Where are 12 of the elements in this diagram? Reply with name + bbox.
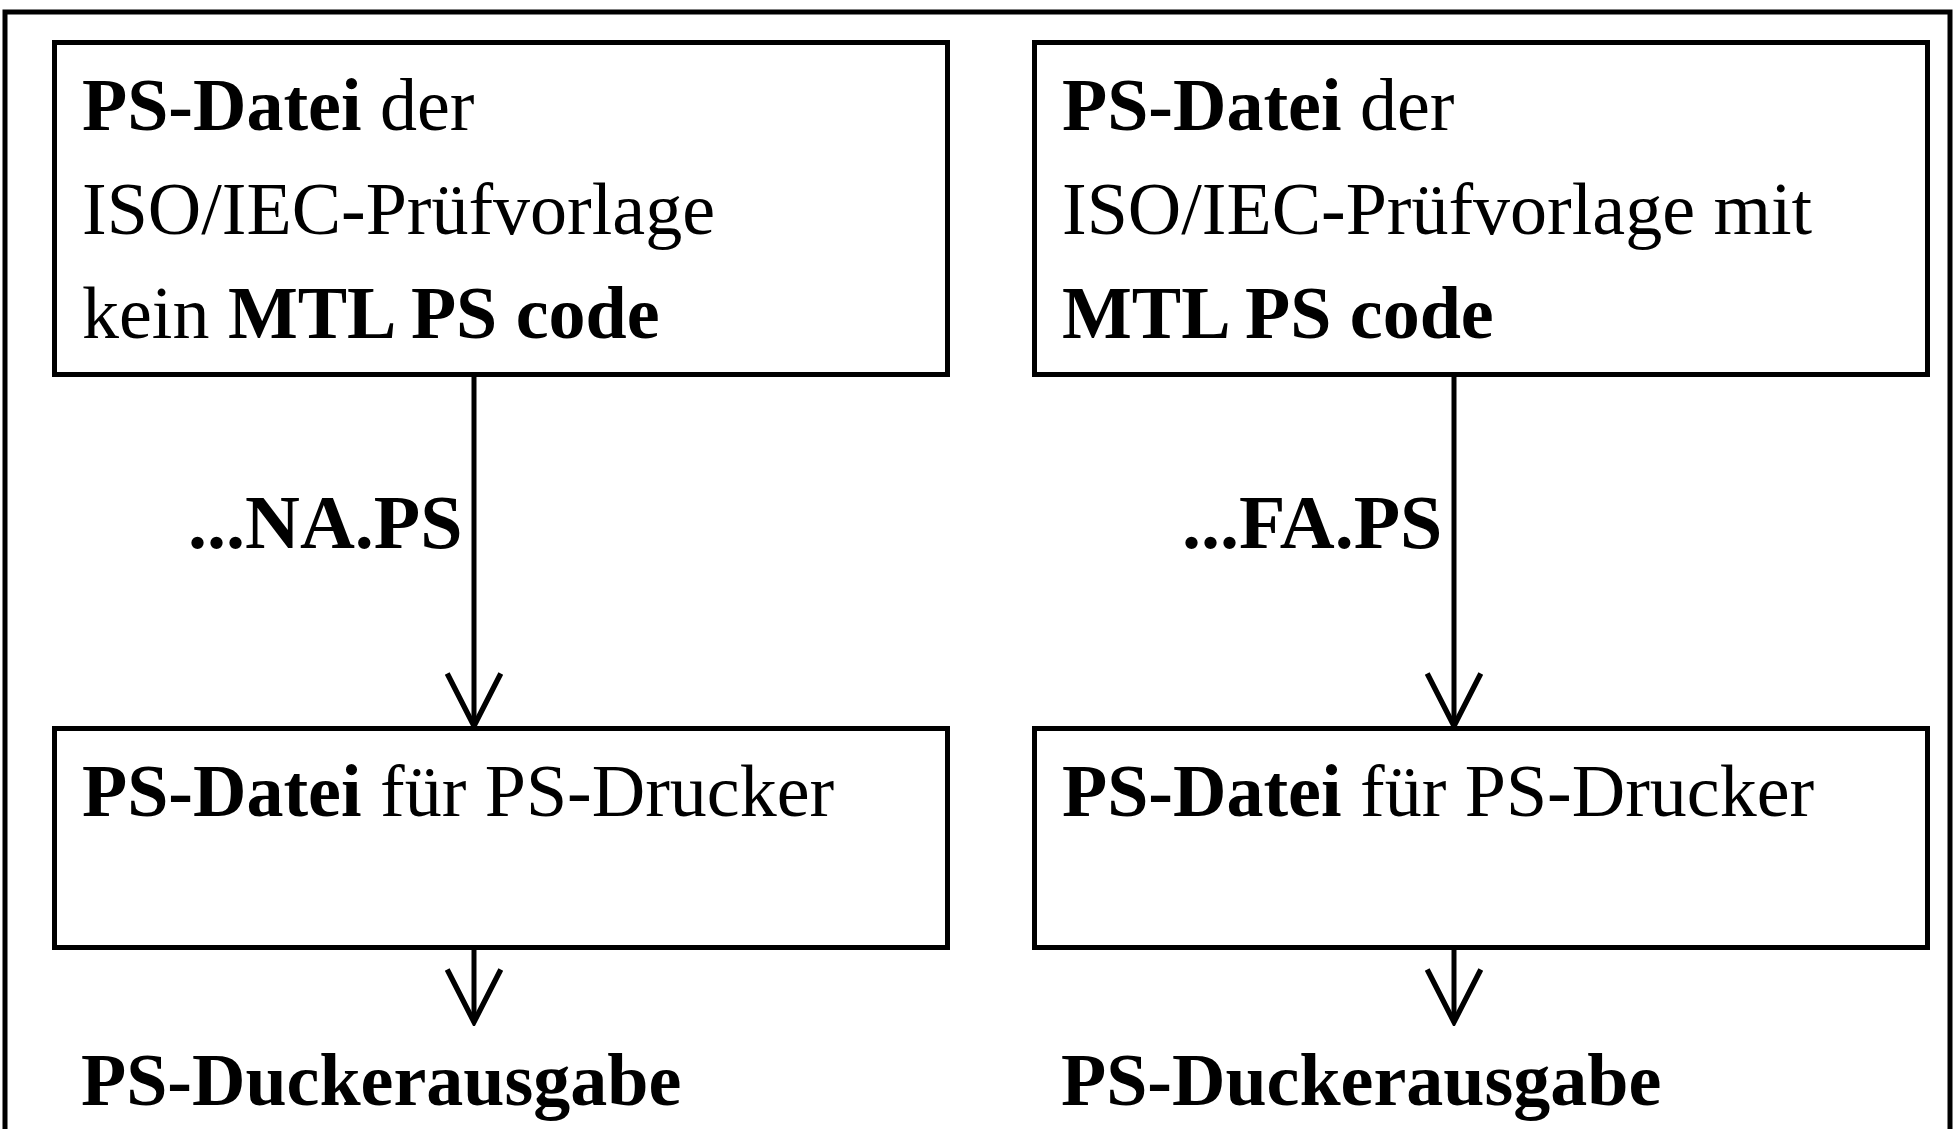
output-label: PS-Duckerausgabe <box>81 1038 683 1123</box>
arrow <box>1424 950 1484 1025</box>
output-label: PS-Duckerausgabe <box>1061 1038 1663 1123</box>
process-box <box>1032 40 1930 377</box>
arrow <box>444 950 504 1025</box>
box-text: PS-Datei für PS-Drucker <box>82 749 836 834</box>
process-box <box>1032 726 1930 950</box>
box-text: PS-Datei der ISO/IEC-Prüfvorlage kein MTL PS code <box>82 63 716 356</box>
process-box <box>52 726 950 950</box>
box-text: PS-Datei der ISO/IEC-Prüfvorlage mit MTL PS code <box>1062 63 1814 356</box>
box-text: PS-Datei für PS-Drucker <box>1062 749 1816 834</box>
process-box <box>52 40 950 377</box>
